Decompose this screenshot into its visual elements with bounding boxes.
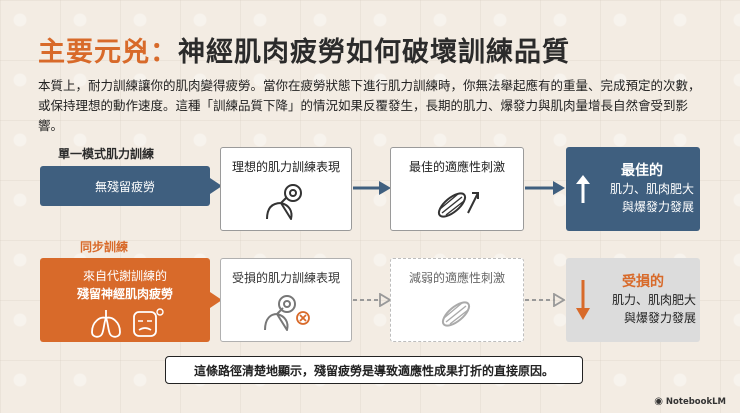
flexed-arm-icon	[266, 184, 302, 220]
row2-step1-card: 受損的肌力訓練表現	[220, 258, 352, 342]
intro-paragraph: 本質上，耐力訓練讓你的肌肉變得疲勞。當你在疲勞狀態下進行肌力訓練時，你無法舉起應…	[38, 78, 701, 133]
row2-result-line1: 肌力、肌肉肥大	[611, 293, 696, 307]
row1-arrow-2	[353, 181, 391, 195]
row2-start-line2: 殘留神經肌肉疲勞	[76, 287, 173, 301]
row1-start-text: 無殘留疲勞	[94, 179, 155, 194]
footer-callout: 這條路徑清楚地顯示，殘留疲勞是導致適應性成果打折的直接原因。	[165, 356, 583, 384]
row1-result-text: 最佳的 肌力、肌肉肥大 與爆發力發展	[590, 162, 694, 216]
row2-result-text: 受損的 肌力、肌肉肥大 與爆發力發展	[590, 273, 696, 327]
row1-step1-label: 理想的肌力訓練表現	[231, 160, 340, 174]
row2-arrow-2	[353, 293, 391, 307]
title-highlight: 主要元兇：	[38, 37, 178, 68]
row1-step2-card: 最佳的適應性刺激	[390, 147, 524, 231]
up-arrow-icon	[576, 175, 590, 203]
row1-label: 單一模式肌力訓練	[58, 147, 155, 161]
row2-start-line1: 來自代謝訓練的	[82, 269, 167, 283]
lungs-and-tired-face-icon	[91, 308, 164, 338]
row2-label: 同步訓練	[80, 240, 129, 254]
row1-result-line2: 與爆發力發展	[621, 200, 694, 214]
weak-muscle-fiber-icon	[441, 301, 471, 327]
row2-result-title: 受損的	[622, 274, 664, 290]
row2-result-box: 受損的 肌力、肌肉肥大 與爆發力發展	[566, 258, 700, 342]
row2-result-line2: 與爆發力發展	[623, 311, 696, 325]
row2-step1-label: 受損的肌力訓練表現	[231, 271, 340, 285]
row1-result-line1: 肌力、肌肉肥大	[609, 182, 694, 196]
down-arrow-icon	[576, 280, 590, 320]
row2-arrow-1	[210, 292, 222, 308]
page-title: 主要元兇：神經肌肉疲勞如何破壞訓練品質	[38, 30, 570, 69]
brand-logo: ◉ NotebookLM	[654, 396, 726, 407]
title-rest: 神經肌肉疲勞如何破壞訓練品質	[178, 37, 570, 68]
row1-start-box: 無殘留疲勞	[40, 166, 210, 206]
row1-arrow-1	[210, 178, 222, 194]
row1-result-title: 最佳的	[621, 163, 663, 179]
muscle-fiber-icon	[437, 192, 479, 218]
row2-step2-card: 減弱的適應性刺激	[390, 258, 524, 342]
row1-step1-card: 理想的肌力訓練表現	[220, 147, 352, 231]
row2-start-box: 來自代謝訓練的 殘留神經肌肉疲勞	[40, 258, 210, 342]
notebooklm-icon: ◉	[654, 396, 663, 407]
row1-step2-label: 最佳的適應性刺激	[408, 160, 505, 174]
footer-text: 這條路徑清楚地顯示，殘留疲勞是導致適應性成果打折的直接原因。	[193, 363, 554, 378]
weak-arm-icon	[264, 295, 310, 331]
row1-arrow-3	[525, 181, 565, 195]
row1-result-box: 最佳的 肌力、肌肉肥大 與爆發力發展	[566, 147, 700, 231]
row2-arrow-3	[525, 293, 565, 307]
row2-step2-label: 減弱的適應性刺激	[408, 271, 505, 285]
brand-text: NotebookLM	[665, 396, 726, 407]
